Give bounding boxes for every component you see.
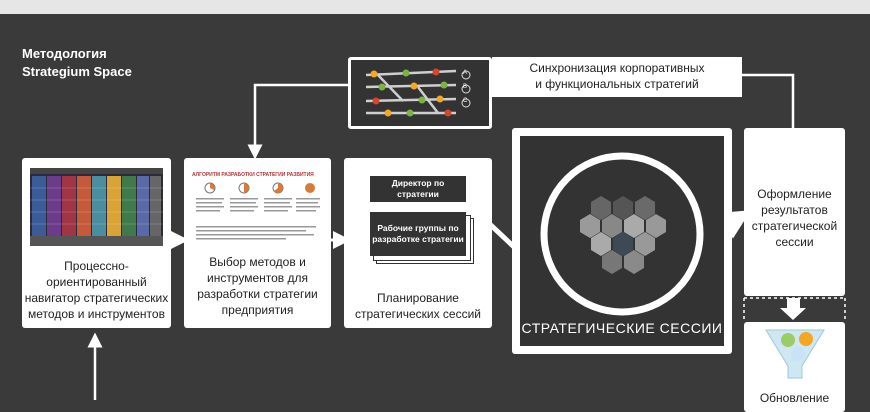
strategic-sessions-block: СТРАТЕГИЧЕСКИЕ СЕССИИ xyxy=(512,128,732,354)
marker-a: A xyxy=(463,70,468,76)
navigator-label: Процессно- ориентированный навигатор стр… xyxy=(24,259,169,321)
selection-thumbnail-title: АЛГОРИТМ РАЗРАБОТКИ СТРАТЕГИИ РАЗВИТИЯ xyxy=(192,172,314,178)
marker-b: B xyxy=(463,84,468,90)
sync-label-box xyxy=(492,57,742,97)
navigator-matrix-thumbnail xyxy=(30,168,163,246)
arrow-down-to-update xyxy=(780,298,806,320)
planning-label: Планирование стратегических сессий xyxy=(355,291,481,321)
marker-c: C xyxy=(463,98,468,104)
algorithm-thumbnail xyxy=(196,182,320,240)
funnel-graphic xyxy=(765,329,825,379)
selection-card: АЛГОРИТМ РАЗРАБОТКИ СТРАТЕГИИ РАЗВИТИЯ В… xyxy=(184,158,331,328)
update-label: Обновление xyxy=(759,391,830,405)
results-card: Оформление результатов стратегической се… xyxy=(744,128,845,296)
results-label: Оформление результатов стратегической се… xyxy=(751,187,838,249)
selection-label: Выбор методов и инструментов для разрабо… xyxy=(197,255,318,317)
sync-box: A B C xyxy=(348,57,492,129)
loop-line-left xyxy=(247,83,348,160)
loop-line-right xyxy=(722,67,795,128)
planning-card: Директор по стратегии Рабочие группы по … xyxy=(344,158,492,328)
top-bar xyxy=(0,0,870,14)
sessions-cycle-graphic xyxy=(540,152,704,316)
working-groups-box: Рабочие группы по разработке стратегии xyxy=(370,212,466,256)
update-card: Обновление xyxy=(744,322,845,412)
navigator-card: Процессно- ориентированный навигатор стр… xyxy=(22,158,171,328)
strategy-director-box: Директор по стратегии xyxy=(370,176,466,202)
sync-lines-graphic xyxy=(365,68,471,117)
page-title: Методология Strategium Space xyxy=(22,46,132,79)
strategic-sessions-inner: СТРАТЕГИЧЕСКИЕ СЕССИИ xyxy=(520,136,724,346)
strategic-sessions-label: СТРАТЕГИЧЕСКИЕ СЕССИИ xyxy=(521,320,723,336)
sync-label: Синхронизация корпоративных и функционал… xyxy=(529,61,705,91)
